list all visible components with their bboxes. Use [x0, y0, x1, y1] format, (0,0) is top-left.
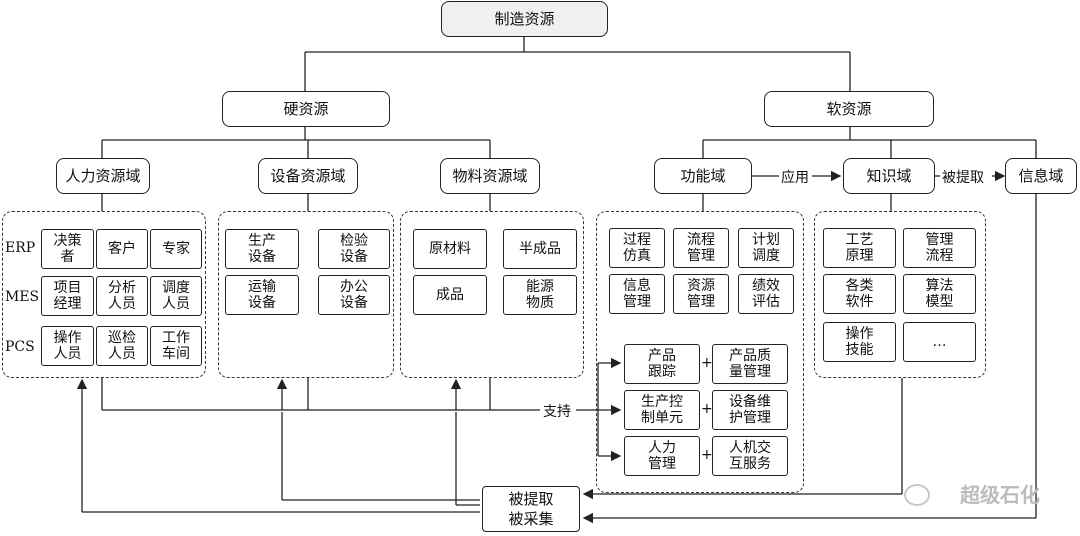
function-item: 信息 管理	[609, 274, 665, 314]
watermark: 超级石化	[960, 483, 1040, 507]
material-item: 原材料	[413, 229, 487, 269]
function-domain-node: 功能域	[654, 158, 752, 194]
support-item: 产品 跟踪	[624, 344, 700, 384]
equipment-item: 办公 设备	[318, 275, 390, 315]
knowledge-item: 操作 技能	[823, 322, 896, 362]
knowledge-item: 算法 模型	[903, 274, 976, 314]
knowledge-group	[814, 211, 986, 378]
row-label-mes: MES	[5, 289, 40, 305]
function-item: 流程 管理	[673, 228, 729, 268]
root-node: 制造资源	[441, 1, 608, 37]
info-domain-node: 信息域	[1005, 158, 1077, 194]
extracted-edge-label: 被提取	[940, 167, 986, 187]
support-item: 产品质 量管理	[712, 344, 788, 384]
equipment-group	[218, 211, 394, 378]
human-item: 项目 经理	[41, 276, 94, 316]
human-item: 操作 人员	[41, 326, 94, 366]
function-item: 资源 管理	[673, 274, 729, 314]
material-group	[400, 211, 584, 378]
apply-edge-label: 应用	[779, 167, 811, 187]
human-item: 决策 者	[41, 229, 94, 269]
human-item: 分析 人员	[96, 276, 148, 316]
material-item: 半成品	[503, 229, 577, 269]
equipment-domain-node: 设备资源域	[258, 158, 358, 194]
plus-sign: +	[701, 447, 713, 463]
human-item: 巡检 人员	[96, 326, 148, 366]
human-domain-node: 人力资源域	[56, 158, 150, 194]
knowledge-item: …	[903, 322, 976, 362]
plus-sign: +	[701, 401, 713, 417]
equipment-item: 检验 设备	[318, 229, 390, 269]
support-item: 人力 管理	[624, 436, 700, 476]
support-item: 生产控 制单元	[624, 390, 700, 430]
function-item: 计划 调度	[738, 228, 794, 268]
human-group	[2, 211, 206, 378]
hard-resources-node: 硬资源	[222, 91, 390, 127]
support-edge-label: 支持	[541, 401, 573, 421]
knowledge-domain-node: 知识域	[843, 158, 935, 194]
plus-sign: +	[701, 355, 713, 371]
support-item: 设备维 护管理	[712, 390, 788, 430]
wechat-logo-icon	[904, 484, 930, 506]
collect-box: 被提取 被采集	[482, 486, 580, 532]
human-item: 工作 车间	[150, 326, 202, 366]
human-item: 专家	[150, 229, 202, 269]
equipment-item: 运输 设备	[225, 275, 299, 315]
material-item: 成品	[413, 275, 487, 315]
equipment-item: 生产 设备	[225, 229, 299, 269]
row-label-erp: ERP	[5, 240, 36, 256]
support-item: 人机交 互服务	[712, 436, 788, 476]
knowledge-item: 各类 软件	[823, 274, 896, 314]
function-group	[596, 211, 804, 493]
material-item: 能源 物质	[503, 275, 577, 315]
material-domain-node: 物料资源域	[440, 158, 540, 194]
function-item: 绩效 评估	[738, 274, 794, 314]
human-item: 调度 人员	[150, 276, 202, 316]
knowledge-item: 工艺 原理	[823, 228, 896, 268]
soft-resources-node: 软资源	[764, 91, 934, 127]
human-item: 客户	[96, 229, 148, 269]
row-label-pcs: PCS	[5, 339, 35, 355]
function-item: 过程 仿真	[609, 228, 665, 268]
knowledge-item: 管理 流程	[903, 228, 976, 268]
